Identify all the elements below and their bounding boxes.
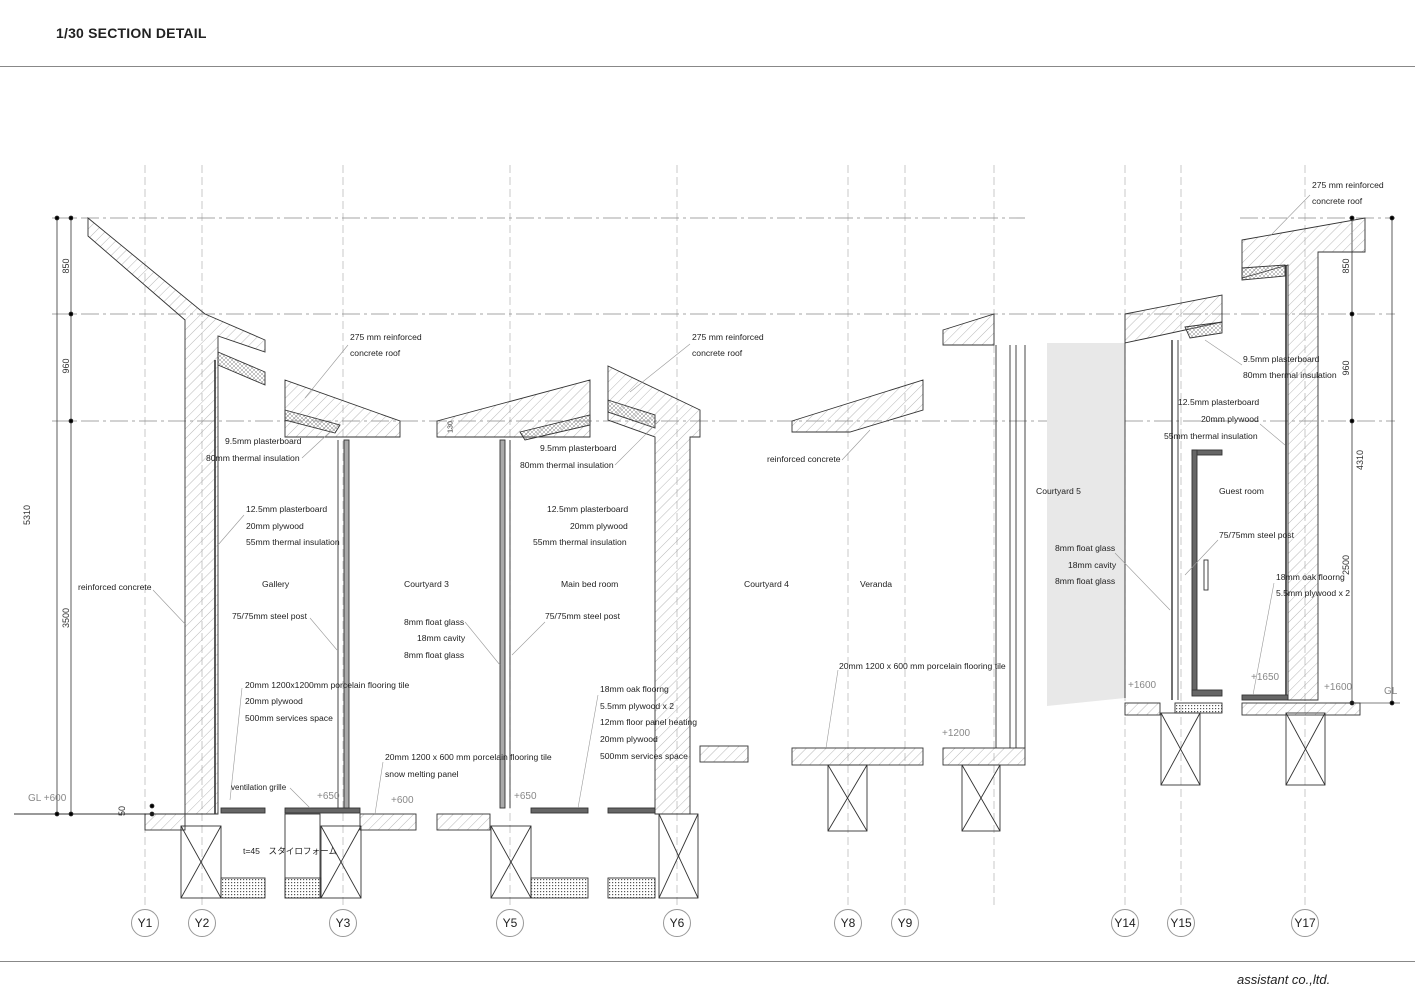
note-ceiling: 9.5mm plasterboard: [1243, 354, 1320, 364]
note-floor: 20mm 1200x1200mm porcelain flooring tile: [245, 680, 410, 690]
note-floor: 12mm floor panel heating: [600, 717, 697, 727]
note-roof: concrete roof: [1312, 196, 1363, 206]
veranda-roof: [791, 379, 924, 433]
note-rc: reinforced concrete: [767, 454, 841, 464]
grid-marker-y14: Y14: [1111, 909, 1139, 937]
dim-5310: 5310: [22, 504, 32, 526]
courtyard3-roof: [284, 379, 401, 438]
room-main-bed: Main bed room: [561, 579, 619, 589]
dim-130: 130: [447, 421, 455, 433]
room-courtyard3: Courtyard 3: [404, 579, 449, 589]
guest-upper-roof: [1241, 217, 1366, 701]
note-wall: 20mm plywood: [1201, 414, 1259, 424]
note-ceiling: 80mm thermal insulation: [206, 453, 300, 463]
note-glass: 18mm cavity: [1068, 560, 1117, 570]
note-roof: concrete roof: [350, 348, 401, 358]
dimension-right: [1349, 215, 1395, 706]
bedroom-roof: [436, 379, 591, 438]
note-roof: 275 mm reinforced: [1312, 180, 1384, 190]
note-wall: 12.5mm plasterboard: [246, 504, 328, 514]
grid-marker-y17: Y17: [1291, 909, 1319, 937]
note-wall: 55mm thermal insulation: [533, 537, 627, 547]
note-ceiling: 9.5mm plasterboard: [540, 443, 617, 453]
note-roof: 275 mm reinforced: [350, 332, 422, 342]
note-glass: 18mm cavity: [417, 633, 466, 643]
grid-marker-y2: Y2: [188, 909, 216, 937]
grid-marker-y1: Y1: [131, 909, 159, 937]
level-600: +600: [391, 795, 414, 806]
room-courtyard5: Courtyard 5: [1036, 486, 1081, 496]
room-guest: Guest room: [1219, 486, 1264, 496]
note-rc: reinforced concrete: [78, 582, 152, 592]
note-wall: 20mm plywood: [246, 521, 304, 531]
level-1600: +1600: [1128, 680, 1157, 691]
note-floor: 500mm services space: [245, 713, 333, 723]
level-650: +650: [317, 791, 340, 802]
note-ceiling: 80mm thermal insulation: [520, 460, 614, 470]
dim-4310: 4310: [1355, 449, 1365, 471]
dim-960-right: 960: [1341, 360, 1351, 376]
note-glass: 8mm float glass: [404, 650, 465, 660]
note-roof: 275 mm reinforced: [692, 332, 764, 342]
note-terrace: snow melting panel: [385, 769, 459, 779]
note-wall: 20mm plywood: [570, 521, 628, 531]
dim-3500: 3500: [61, 607, 71, 629]
header-rule: [0, 66, 1415, 67]
level-gl-600: GL +600: [28, 793, 67, 804]
note-post: 75/75mm steel post: [1219, 530, 1294, 540]
dim-850-right: 850: [1341, 258, 1351, 274]
grid-marker-y3: Y3: [329, 909, 357, 937]
drawing-title: 1/30 SECTION DETAIL: [56, 25, 207, 41]
note-wall: 55mm thermal insulation: [246, 537, 340, 547]
note-wall: 55mm thermal insulation: [1164, 431, 1258, 441]
bedroom-wall: [607, 365, 701, 815]
note-floor: 500mm services space: [600, 751, 688, 761]
grid-marker-y6: Y6: [663, 909, 691, 937]
level-650: +650: [514, 791, 537, 802]
note-ceiling: 80mm thermal insulation: [1243, 370, 1337, 380]
gl-right: GL: [1384, 686, 1398, 697]
room-courtyard4: Courtyard 4: [744, 579, 789, 589]
grid-marker-y5: Y5: [496, 909, 524, 937]
note-floor: 18mm oak floorng: [600, 684, 669, 694]
leader-lines: [152, 194, 1311, 815]
note-wall: 12.5mm plasterboard: [547, 504, 629, 514]
level-1200: +1200: [942, 728, 971, 739]
company-credit: assistant co.,ltd.: [1237, 972, 1331, 987]
courtyard5-fill: [1047, 343, 1125, 706]
guest-roof: [1124, 294, 1223, 344]
note-roof: concrete roof: [692, 348, 743, 358]
room-gallery: Gallery: [262, 579, 290, 589]
grid-marker-y15: Y15: [1167, 909, 1195, 937]
note-floor: 18mm oak floorng: [1276, 572, 1345, 582]
note-floor: 20mm plywood: [600, 734, 658, 744]
grid-marker-y9: Y9: [891, 909, 919, 937]
footer-rule: [0, 961, 1415, 962]
level-1600: +1600: [1324, 682, 1353, 693]
note-terrace: 20mm 1200 x 600 mm porcelain flooring ti…: [385, 752, 552, 762]
note-ceiling: 9.5mm plasterboard: [225, 436, 302, 446]
note-glass: 8mm float glass: [1055, 543, 1116, 553]
grid-marker-y8: Y8: [834, 909, 862, 937]
note-glass: 8mm float glass: [404, 617, 465, 627]
note-post: 75/75mm steel post: [232, 611, 307, 621]
note-floor: 20mm plywood: [245, 696, 303, 706]
gallery-roof-wall: [87, 217, 266, 815]
level-1650: +1650: [1251, 672, 1280, 683]
note-styrofoam: t=45 スタイロフォーム: [243, 846, 338, 856]
room-veranda: Veranda: [860, 579, 893, 589]
dim-850-left: 850: [61, 258, 71, 274]
note-post: 75/75mm steel post: [545, 611, 620, 621]
note-floor: 5.5mm plywood x 2: [600, 701, 675, 711]
dim-50: 50: [117, 805, 127, 817]
note-grille: ventilation grille: [231, 783, 287, 792]
note-glass: 8mm float glass: [1055, 576, 1116, 586]
note-floor: 20mm 1200 x 600 mm porcelain flooring ti…: [839, 661, 1006, 671]
note-floor: 5.5mm plywood x 2: [1276, 588, 1351, 598]
dim-960-left: 960: [61, 358, 71, 374]
dimension-left: [54, 215, 155, 817]
note-wall: 12.5mm plasterboard: [1178, 397, 1260, 407]
